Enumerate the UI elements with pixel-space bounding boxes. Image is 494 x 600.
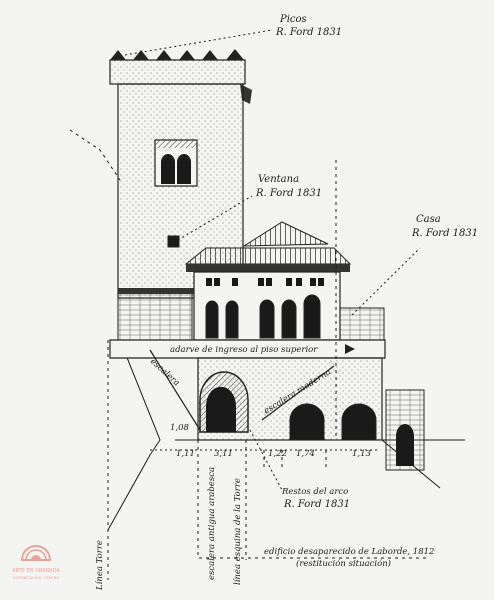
measure-1: 1,11	[176, 449, 195, 459]
lower-structure	[149, 349, 425, 471]
guide-tower-line	[69, 129, 121, 181]
house-arched-windows	[205, 294, 321, 339]
small-window	[167, 235, 180, 248]
label-ventana-credit: R. Ford 1831	[255, 188, 322, 199]
house-roof	[184, 247, 352, 265]
measure-6: 1,08	[170, 423, 190, 433]
archive-stamp-logo: ARTE EN GRANADA COMUNICACIÓN · CENTRO	[12, 545, 60, 580]
label-restitucion: (restitución situación)	[296, 558, 391, 569]
house-small-windows	[206, 278, 324, 286]
label-picos-credit: R. Ford 1831	[275, 27, 342, 38]
main-arch-opening	[206, 386, 236, 432]
label-linea-esquina: línea esquina de la Torre	[232, 478, 243, 585]
label-casa-credit: R. Ford 1831	[411, 228, 478, 239]
label-escalera-left: escalera	[148, 357, 182, 389]
parapet	[339, 307, 385, 341]
battlements	[110, 49, 244, 60]
label-picos: Picos	[279, 14, 307, 25]
label-linea-torre: Línea Torre	[94, 540, 105, 591]
adarve-arrow	[345, 344, 355, 354]
left-stairs	[149, 349, 201, 431]
label-adarve: adarve de ingreso al piso superior	[170, 345, 318, 355]
label-edificio: edificio desaparecido de Laborde, 1812	[264, 547, 434, 557]
tower	[109, 49, 252, 341]
measure-5: 1,13	[352, 449, 371, 459]
guide-lines	[69, 129, 430, 580]
label-casa: Casa	[416, 214, 441, 225]
leader-picos	[124, 29, 273, 56]
modern-stairs	[261, 365, 335, 421]
right-arch-2	[341, 403, 377, 441]
label-restos: Restos del arco	[281, 487, 348, 497]
tower-base	[117, 291, 193, 341]
label-ventana: Ventana	[258, 174, 299, 185]
measure-2: 3,11	[214, 449, 233, 459]
tower-crown	[109, 59, 246, 85]
house	[184, 221, 385, 341]
house-roof-top	[242, 221, 329, 247]
adarve	[109, 339, 386, 359]
leader-restos	[249, 429, 283, 491]
measure-4: 1,74	[296, 449, 315, 459]
measure-3: 1,22	[268, 449, 287, 459]
right-door	[396, 424, 414, 466]
label-escalera-antigua: escalera antigua arabesca	[207, 467, 217, 580]
leader-lines	[124, 29, 421, 491]
label-restos-credit: R. Ford 1831	[283, 499, 350, 510]
twin-window	[154, 139, 198, 187]
house-eave	[186, 264, 350, 272]
right-arch-1	[289, 403, 325, 441]
stamp-line-2: COMUNICACIÓN · CENTRO	[13, 575, 59, 580]
tower-cornice	[118, 288, 194, 294]
stamp-line-1: ARTE EN GRANADA	[12, 568, 60, 574]
leader-ventana	[177, 195, 253, 241]
leader-casa	[351, 247, 421, 316]
